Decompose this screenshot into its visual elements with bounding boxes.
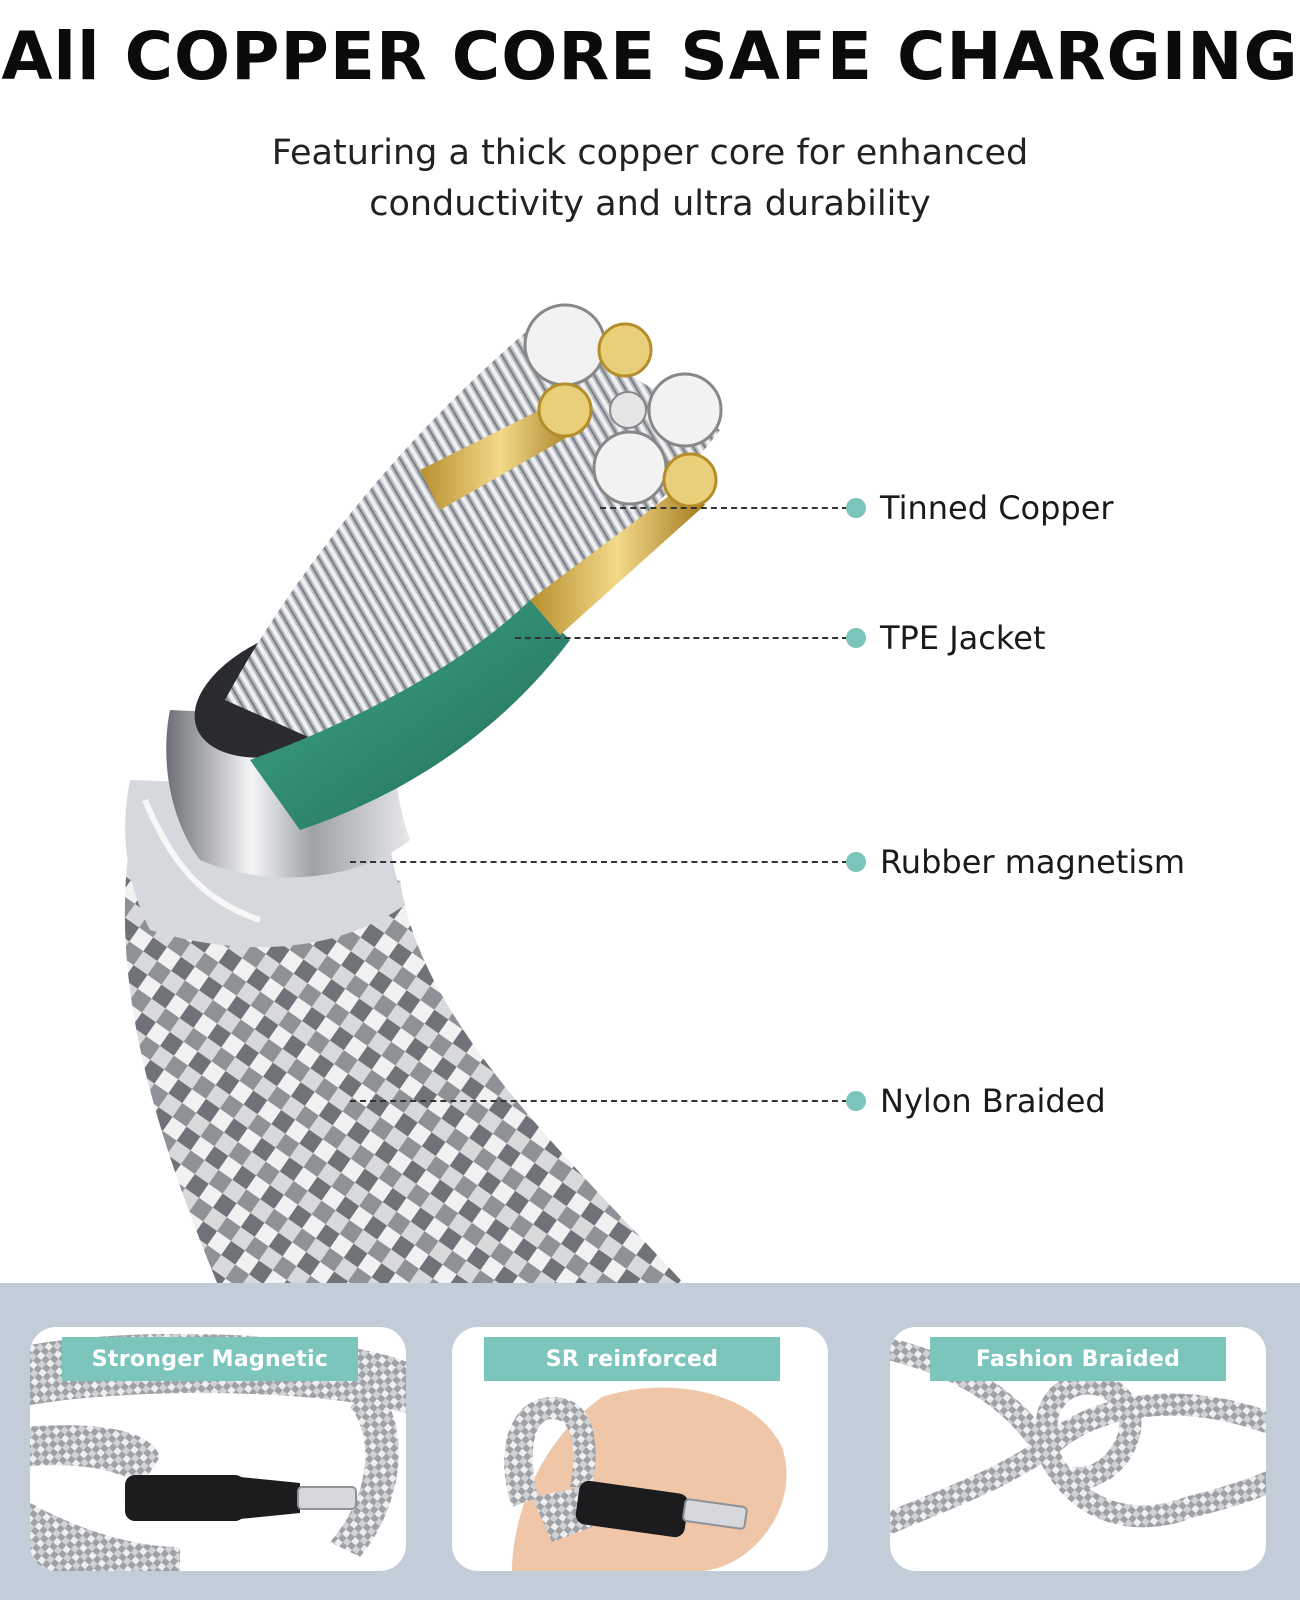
callout-label: Rubber magnetism (880, 843, 1186, 881)
green-wire (250, 600, 570, 830)
feature-tag: SR reinforced (484, 1337, 780, 1381)
callout-dot (846, 1091, 866, 1111)
callout-tinned-copper: Tinned Copper (600, 488, 1114, 528)
page-subtitle: Featuring a thick copper core for enhanc… (150, 128, 1150, 230)
strand-ends (523, 303, 723, 508)
callout-rubber-magnetism: Rubber magnetism (350, 842, 1185, 882)
callout-label: Tinned Copper (880, 489, 1114, 527)
feature-tag: Fashion Braided (930, 1337, 1226, 1381)
shield-strands (225, 320, 720, 760)
bent-cable-photo (504, 1387, 787, 1571)
feature-card-stronger-magnetic: Stronger Magnetic (30, 1327, 406, 1571)
feature-card-sr-reinforced: SR reinforced (452, 1327, 828, 1571)
callout-tpe-jacket: TPE Jacket (515, 618, 1046, 658)
feature-card-fashion-braided: Fashion Braided (890, 1327, 1266, 1571)
callout-dot (846, 628, 866, 648)
callout-label: Nylon Braided (880, 1082, 1106, 1120)
subtitle-line-2: conductivity and ultra durability (369, 184, 931, 224)
callout-label: TPE Jacket (880, 619, 1046, 657)
feature-tag: Stronger Magnetic (62, 1337, 358, 1381)
page-title: All COPPER CORE SAFE CHARGING (1, 18, 1299, 95)
subtitle-line-1: Featuring a thick copper core for enhanc… (271, 133, 1029, 173)
cable-illustration (124, 303, 723, 1290)
callout-dot (846, 852, 866, 872)
callout-dot (846, 498, 866, 518)
nylon-braid (124, 840, 691, 1290)
callout-nylon-braided: Nylon Braided (350, 1081, 1106, 1121)
